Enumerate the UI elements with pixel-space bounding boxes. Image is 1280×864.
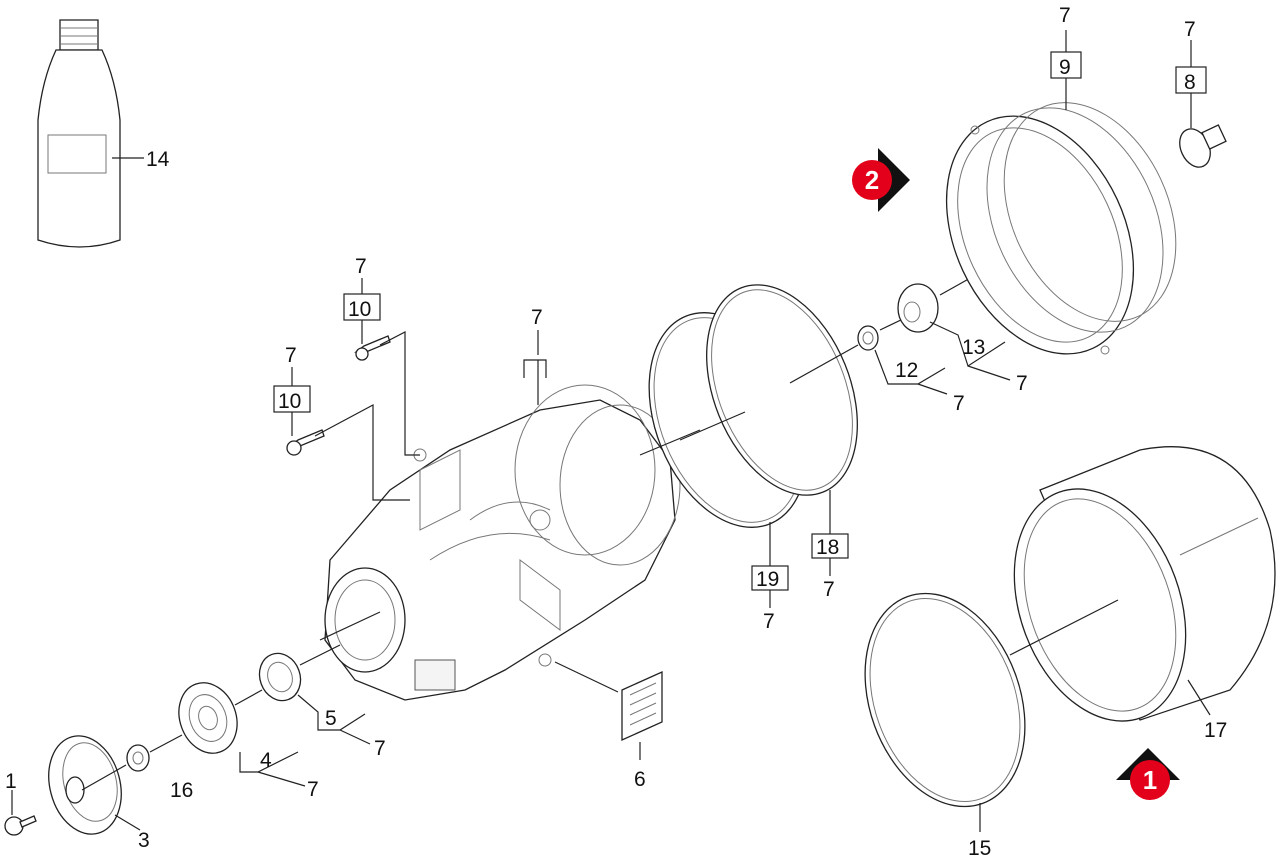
callout-18: 18: [816, 536, 839, 559]
motor-assembly: [324, 384, 681, 701]
callout-7-4: 7: [307, 778, 319, 801]
callout-19: 19: [756, 568, 779, 591]
callout-16: 16: [170, 779, 193, 802]
callout-3: 3: [138, 829, 150, 852]
view-badge-1: 1: [1116, 748, 1180, 800]
callout-15: 15: [968, 837, 991, 860]
callout-7-18: 7: [823, 578, 835, 601]
callout-7-13: 7: [1016, 372, 1028, 395]
o-ring-15: [864, 592, 1026, 808]
seal-part-5: [258, 652, 302, 702]
callout-9: 9: [1059, 56, 1071, 79]
housing-part-9: [945, 102, 1177, 355]
callout-7-screw-upper: 7: [355, 255, 367, 278]
callout-7-motor: 7: [531, 306, 543, 329]
view-badge-2: 2: [852, 148, 910, 212]
callout-10-lower: 10: [278, 390, 301, 413]
callout-7-top9: 7: [1059, 4, 1071, 27]
housing-part-17: [1013, 446, 1276, 722]
screw-part-lower: [286, 429, 325, 456]
callout-4: 4: [260, 749, 272, 772]
callout-7-top8: 7: [1184, 18, 1196, 41]
callout-8: 8: [1184, 71, 1196, 94]
svg-text:1: 1: [1143, 765, 1157, 795]
callout-7-19: 7: [763, 610, 775, 633]
bearing-part-13: [897, 283, 939, 333]
callout-13: 13: [962, 336, 985, 359]
o-ring-18: [706, 284, 858, 496]
screw-part-upper: [354, 335, 391, 361]
callout-12: 12: [895, 359, 918, 382]
svg-text:2: 2: [865, 165, 879, 195]
bolt-part-1: [4, 815, 37, 836]
bearing-part-4: [178, 682, 238, 754]
callout-10-upper: 10: [348, 298, 371, 321]
bushing-part-12: [857, 325, 879, 351]
callout-17: 17: [1204, 719, 1227, 742]
callout-7-screw-lower: 7: [285, 344, 297, 367]
callout-5: 5: [325, 707, 337, 730]
pulley-part-3: [48, 735, 122, 835]
washer-part-16: [126, 744, 150, 772]
filter-part-6: [621, 670, 663, 742]
bottle-part: [37, 19, 144, 248]
callout-7-12: 7: [953, 392, 965, 415]
callout-14: 14: [146, 148, 170, 171]
callout-1: 1: [5, 770, 17, 793]
callout-7-5: 7: [374, 737, 386, 760]
callout-6: 6: [634, 768, 646, 791]
nozzle-part-8: [1179, 124, 1227, 168]
